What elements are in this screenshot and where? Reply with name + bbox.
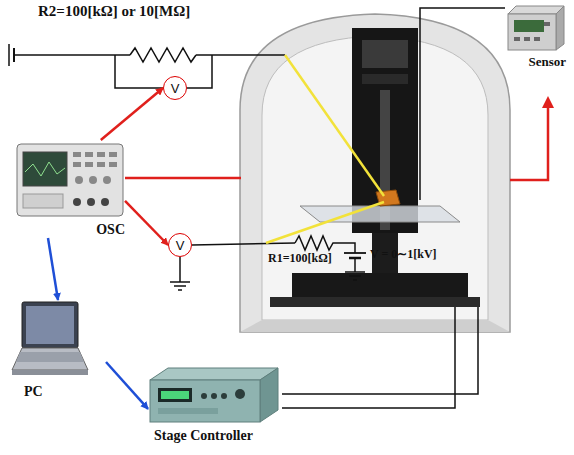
- chamber-shade: [240, 320, 510, 332]
- stage-controller-picture: [148, 366, 280, 430]
- data-arrow: [48, 238, 58, 300]
- stage-controller: Stage Controller: [148, 366, 288, 444]
- controller-wire: [282, 307, 478, 394]
- laptop-pc-picture: [10, 300, 90, 386]
- resistor-label: R2=100[kΩ] or 10[MΩ]: [38, 3, 190, 20]
- glass-plate: [300, 206, 460, 222]
- ground-symbol: [170, 282, 190, 290]
- signal-line: [125, 177, 241, 180]
- wire: [354, 258, 356, 272]
- wire: [192, 243, 295, 245]
- stage-base: [292, 273, 468, 297]
- device-label: Stage Controller: [148, 428, 288, 444]
- laptop-pc: PC: [10, 300, 106, 400]
- electrode-lead: [266, 202, 384, 243]
- signal-arrow: [101, 88, 163, 140]
- meter-letter: V: [176, 239, 185, 252]
- chamber-dome: [240, 14, 510, 332]
- meter-letter: V: [171, 82, 180, 95]
- voltage-label: V = 0∼1[kV]: [370, 247, 437, 261]
- ground-symbol: [345, 272, 365, 280]
- battery-symbol: [344, 252, 366, 254]
- resistor-label: R1=100[kΩ]: [268, 251, 332, 265]
- resistor-symbol: [295, 236, 355, 253]
- probe-wire: [419, 28, 421, 200]
- stage-slot: [362, 40, 408, 68]
- voltmeter: V: [168, 233, 192, 257]
- data-arrow: [106, 362, 148, 409]
- wire: [14, 54, 130, 56]
- voltmeter: V: [163, 76, 187, 100]
- stage-column: [352, 28, 418, 233]
- wire: [179, 257, 181, 282]
- oscilloscope-picture: [15, 140, 125, 224]
- resistor-symbol: [130, 48, 196, 62]
- signal-line: [510, 106, 548, 180]
- wire: [196, 54, 285, 56]
- ground-wire: [8, 44, 10, 66]
- stage-slot: [362, 74, 408, 84]
- controller-wire: [282, 307, 455, 408]
- wire: [187, 55, 212, 88]
- arrow-head: [542, 96, 554, 108]
- device-label: Sensor: [504, 54, 566, 69]
- device-label: PC: [10, 384, 106, 400]
- sensor-device-picture: [504, 4, 566, 56]
- oscilloscope: OSC: [15, 140, 125, 238]
- sensor-device: Sensor: [504, 4, 566, 69]
- wire: [115, 55, 163, 88]
- stage-base: [270, 297, 480, 307]
- sensor-wire: [420, 8, 505, 28]
- signal-arrow: [125, 201, 168, 245]
- device-label: OSC: [15, 222, 125, 238]
- electrode-lead: [285, 55, 384, 196]
